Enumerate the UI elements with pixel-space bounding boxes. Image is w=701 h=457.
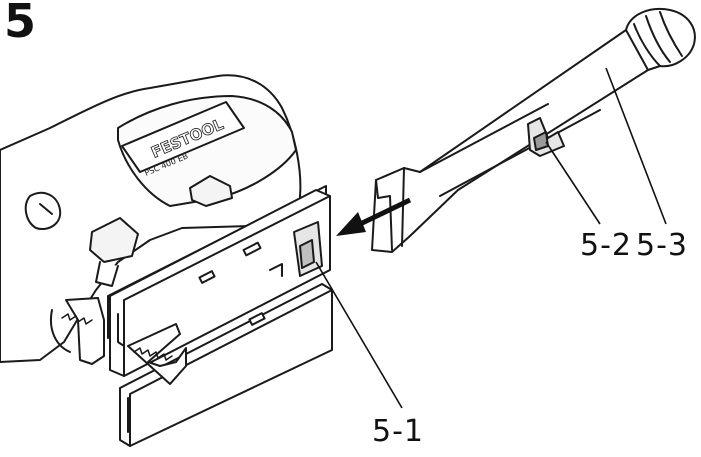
- leader-5-3: [605, 67, 667, 225]
- leader-5-1: [315, 261, 403, 409]
- hose-connector: [625, 8, 696, 71]
- lower-guard-plate: [119, 283, 333, 447]
- motor-housing: [117, 95, 297, 207]
- insertion-arrow: [336, 197, 412, 236]
- roller-guide: [65, 297, 105, 365]
- lever: [89, 217, 139, 263]
- callout-5-2: 5-2: [580, 228, 632, 263]
- leader-5-2: [545, 141, 601, 225]
- switch-button: [189, 175, 233, 207]
- callout-5-3: 5-3: [636, 228, 688, 263]
- side-knob: [24, 191, 62, 230]
- figure-number: 5: [4, 0, 37, 48]
- brand-label-plate: [121, 101, 245, 173]
- callout-5-1: 5-1: [372, 414, 424, 449]
- extraction-adapter: [371, 29, 663, 253]
